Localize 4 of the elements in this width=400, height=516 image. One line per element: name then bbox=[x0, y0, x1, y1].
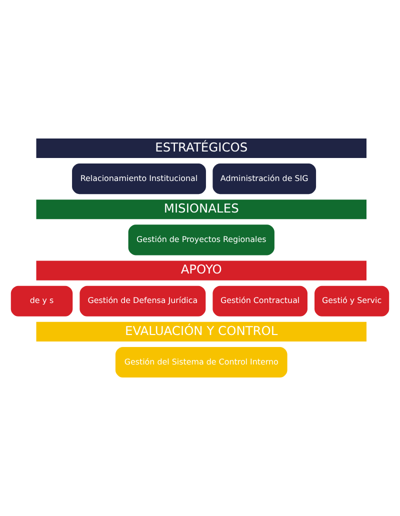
node-box: EVALUACIÓN Y CONTROL bbox=[36, 322, 366, 342]
node-box: MISIONALES bbox=[36, 200, 366, 220]
node-box: ESTRATÉGICOS bbox=[36, 138, 366, 158]
node-box: APOYO bbox=[36, 260, 366, 280]
